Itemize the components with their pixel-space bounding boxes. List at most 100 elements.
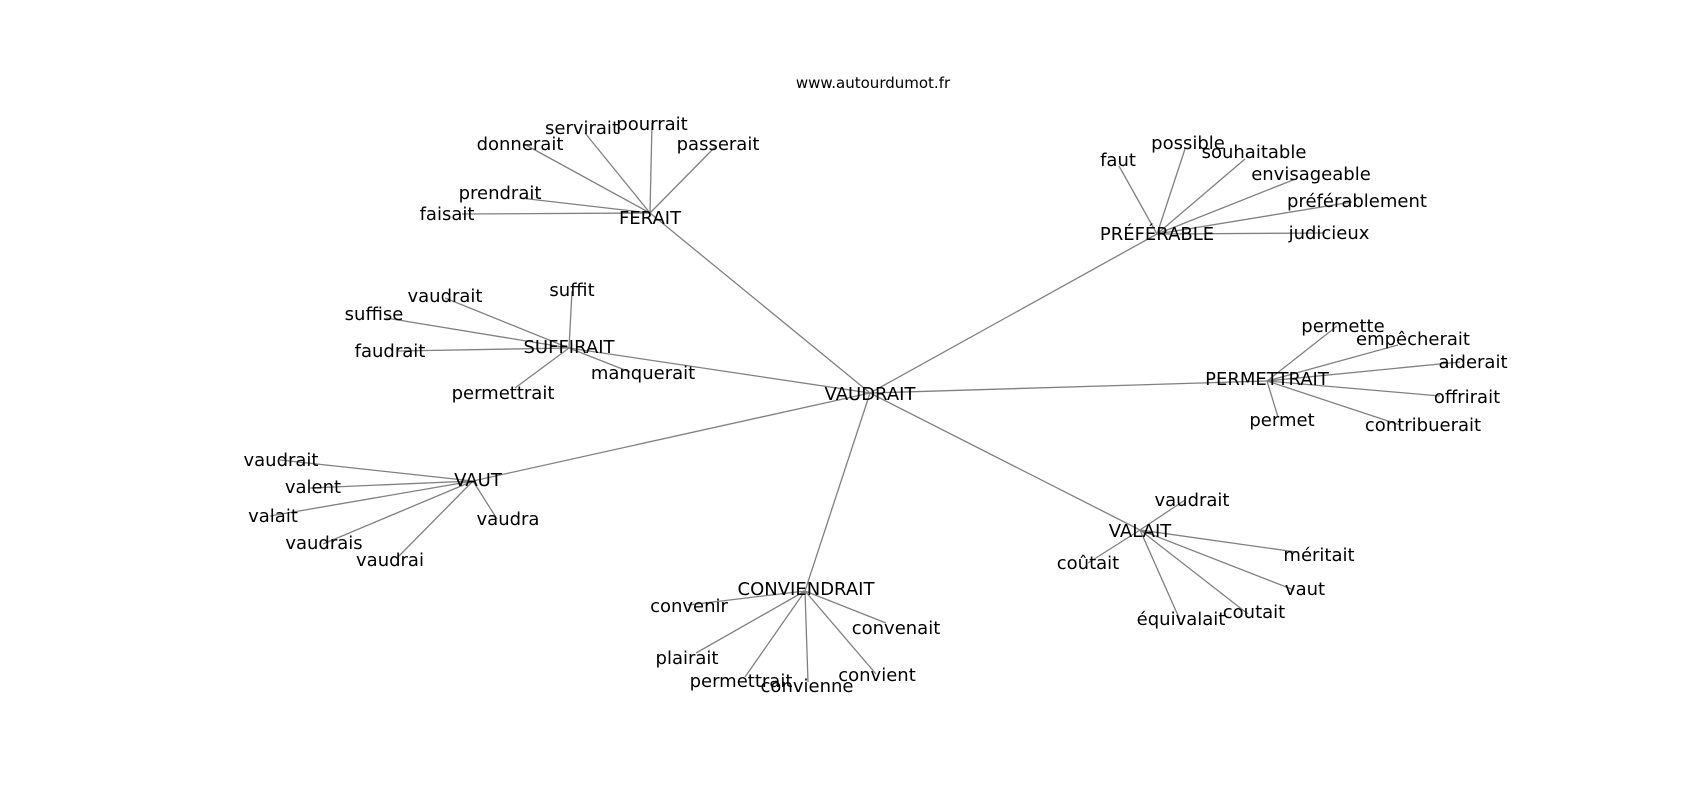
edge-suffirait-suffise <box>385 317 570 349</box>
edge-valait-meritait <box>1139 529 1297 553</box>
edge-ferait-pourrait <box>649 122 653 214</box>
edge-permettrait-offrirait <box>1266 380 1441 397</box>
hub-node-preferable: PRÉFÉRABLE <box>1100 223 1214 245</box>
edge-permettrait-permette <box>1266 325 1338 382</box>
edge-preferable-envisageable <box>1156 179 1294 235</box>
edge-center-vaut <box>472 392 871 482</box>
leaf-node-conviendrait-convienne: convienne <box>761 676 854 697</box>
leaf-node-permettrait-permet: permet <box>1249 410 1314 431</box>
edge-vaut-vaudrait <box>279 459 474 482</box>
edge-preferable-souhaitable <box>1156 158 1246 235</box>
edge-permettrait-aiderait <box>1266 361 1461 382</box>
leaf-node-permettrait-contribuerait: contribuerait <box>1365 415 1481 436</box>
leaf-node-valait-coutait: coûtait <box>1057 553 1119 574</box>
leaf-node-preferable-faut: faut <box>1100 150 1136 171</box>
edge-vaut-vaudra <box>472 480 498 520</box>
edge-permettrait-contribuerait <box>1266 380 1401 426</box>
edge-ferait-donnerait <box>523 143 651 214</box>
edge-center-valait <box>869 392 1141 531</box>
edge-vaut-valait <box>269 480 474 517</box>
leaf-node-suffirait-vaudrait: vaudrait <box>407 286 482 307</box>
leaf-node-preferable-souhaitable: souhaitable <box>1202 142 1307 163</box>
hub-node-ferait: FERAIT <box>619 208 682 229</box>
edge-permettrait-empecherait <box>1266 344 1399 382</box>
edge-vaut-valent <box>309 480 474 489</box>
edge-permettrait-permet <box>1266 380 1279 418</box>
leaf-node-vaut-vaudra: vaudra <box>477 509 540 530</box>
leaf-node-ferait-pourrait: pourrait <box>616 114 687 135</box>
leaf-node-conviendrait-convient: convient <box>838 665 916 686</box>
leaf-node-ferait-prendrait: prendrait <box>459 183 542 204</box>
edge-vaut-vaudrai <box>397 480 474 558</box>
leaf-node-vaut-vaudrait: vaudrait <box>243 450 318 471</box>
leaf-node-suffirait-suffit: suffit <box>549 280 594 301</box>
leaf-node-permettrait-empecherait: empêcherait <box>1356 329 1470 350</box>
center-node-label: VAUDRAIT <box>825 384 917 405</box>
leaf-node-valait-meritait: méritait <box>1283 545 1354 566</box>
edge-center-ferait <box>649 212 871 394</box>
leaf-node-ferait-donnerait: donnerait <box>477 134 564 155</box>
edge-preferable-preferablement <box>1156 201 1353 235</box>
leaf-node-suffirait-permettrait: permettrait <box>452 383 555 404</box>
edge-valait-equivalait <box>1139 529 1181 621</box>
leaf-node-conviendrait-permettrait: permettrait <box>690 671 793 692</box>
edge-center-suffirait <box>568 347 871 394</box>
edge-conviendrait-convient <box>804 590 877 675</box>
hub-node-valait: VALAIT <box>1109 521 1173 542</box>
leaf-node-vaut-vaudrai: vaudrai <box>356 550 424 571</box>
leaf-node-valait-vaut: vaut <box>1285 579 1325 600</box>
edge-vaut-vaudrais <box>322 480 474 545</box>
leaf-node-valait-equivalait: équivalait <box>1137 609 1226 630</box>
leaf-node-preferable-judicieux: judicieux <box>1288 223 1370 244</box>
leaf-node-conviendrait-plairait: plairait <box>656 648 719 669</box>
leaf-node-conviendrait-convenait: convenait <box>852 618 941 639</box>
edge-ferait-passerait <box>649 145 717 214</box>
leaf-node-permettrait-offrirait: offrirait <box>1434 387 1500 408</box>
site-watermark: www.autourdumot.fr <box>796 74 951 92</box>
edge-suffirait-permettrait <box>514 347 570 389</box>
hub-node-suffirait: SUFFIRAIT <box>523 337 615 358</box>
leaf-node-valait-vaudrait: vaudrait <box>1154 490 1229 511</box>
leaf-node-ferait-servirait: servirait <box>545 118 619 139</box>
graph-edges <box>269 122 1461 683</box>
hub-node-conviendrait: CONVIENDRAIT <box>738 579 876 600</box>
edge-conviendrait-convenait <box>804 590 887 624</box>
hub-node-permettrait: PERMETTRAIT <box>1205 369 1330 390</box>
leaf-node-ferait-faisait: faisait <box>420 204 475 225</box>
edge-conviendrait-convienne <box>804 590 809 683</box>
leaf-node-vaut-valent: valent <box>285 477 341 498</box>
edge-center-conviendrait <box>804 392 871 592</box>
edge-suffirait-vaudrait <box>444 297 570 349</box>
edge-ferait-prendrait <box>519 197 651 214</box>
leaf-node-vaut-valait: valait <box>248 506 298 527</box>
edge-suffirait-manquerait <box>568 347 631 373</box>
edge-conviendrait-plairait <box>695 590 806 654</box>
edge-valait-coutait <box>1139 529 1249 615</box>
edge-valait-vaudrait <box>1139 499 1186 531</box>
leaf-node-permettrait-permette: permette <box>1301 316 1384 337</box>
edge-ferait-servirait <box>584 132 651 214</box>
edge-preferable-faut <box>1118 165 1158 235</box>
edge-ferait-faisait <box>461 212 651 215</box>
edge-conviendrait-convenir <box>687 590 806 606</box>
leaf-node-valait-coutait: coutait <box>1223 602 1285 623</box>
leaf-node-suffirait-manquerait: manquerait <box>591 363 695 384</box>
leaf-node-preferable-envisageable: envisageable <box>1251 164 1371 185</box>
edge-preferable-judicieux <box>1156 232 1326 235</box>
leaf-node-preferable-preferablement: préférablement <box>1287 191 1427 212</box>
leaf-node-suffirait-faudrait: faudrait <box>355 341 426 362</box>
leaf-node-preferable-possible: possible <box>1151 133 1225 154</box>
edge-suffirait-faudrait <box>397 347 570 352</box>
edge-valait-vaut <box>1139 529 1295 591</box>
leaf-node-ferait-passerait: passerait <box>677 134 760 155</box>
edge-center-permettrait <box>869 380 1268 394</box>
edge-center-preferable <box>869 233 1158 394</box>
leaf-node-conviendrait-convenir: convenir <box>650 596 728 617</box>
edge-preferable-possible <box>1156 148 1186 235</box>
hub-node-vaut: VAUT <box>454 470 503 491</box>
leaf-node-permettrait-aiderait: aiderait <box>1438 352 1507 373</box>
leaf-node-suffirait-suffise: suffise <box>345 304 404 325</box>
edge-conviendrait-permettrait <box>744 590 806 678</box>
